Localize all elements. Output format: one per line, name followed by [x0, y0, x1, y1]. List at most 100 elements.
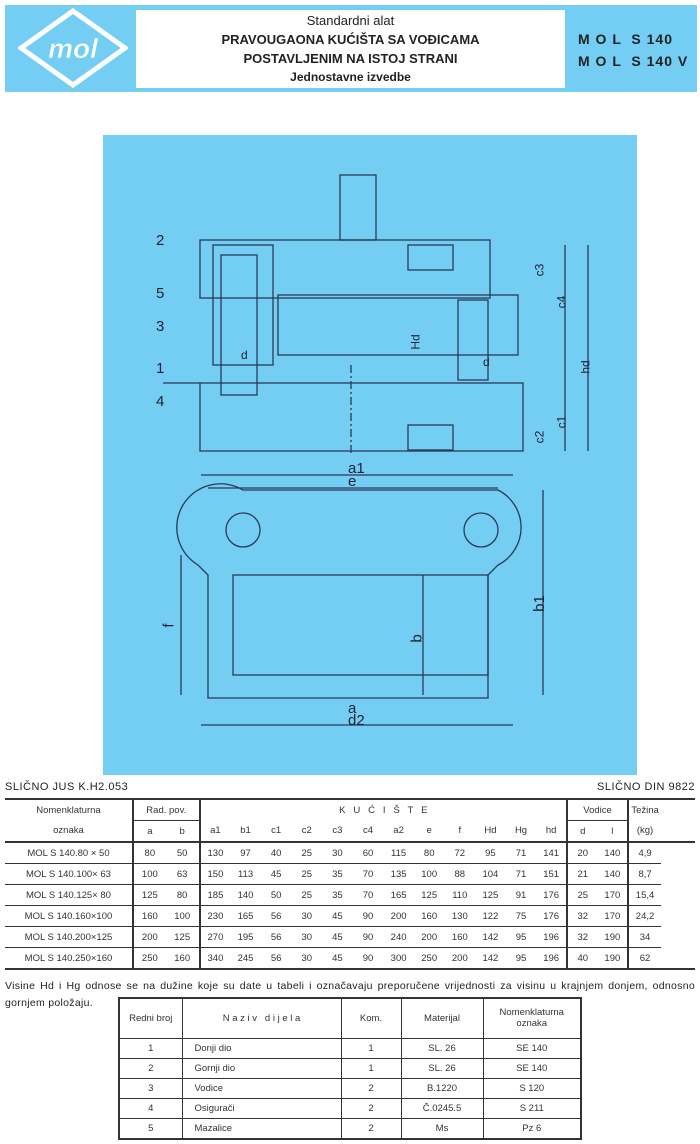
label-a: a: [348, 700, 357, 717]
subheader-f: f: [444, 820, 476, 843]
subheader-c4: c4: [352, 820, 384, 843]
cell: 160: [165, 947, 200, 970]
label-d2: d2: [348, 712, 365, 729]
title-line2: POSTAVLJENIM NA ISTOJ STRANI: [243, 51, 458, 66]
cell: 170: [597, 905, 629, 927]
cell: 200: [383, 905, 414, 927]
cell: 63: [165, 863, 200, 885]
cell: 190: [597, 926, 629, 948]
cell: 160: [413, 905, 445, 927]
cell: 125: [413, 884, 445, 906]
cell: 151: [536, 863, 567, 885]
cell: 80: [413, 842, 445, 864]
mol-logo: mol: [18, 8, 128, 88]
cell: 270: [198, 926, 231, 948]
parts-cell: Mazalice: [181, 1117, 342, 1139]
cell: 15,4: [627, 884, 661, 906]
cell: 150: [198, 863, 231, 885]
col-header-kg: (kg): [627, 820, 661, 843]
cell: 40: [565, 947, 598, 970]
parts-cell: SE 140: [482, 1037, 582, 1059]
label-c2: c2: [532, 430, 547, 444]
parts-cell: SE 140: [482, 1057, 582, 1079]
parts-col-header: Materijal: [400, 997, 484, 1039]
cell: 140: [597, 842, 629, 864]
row-nomenclature: MOL S 140.100× 63: [5, 863, 133, 885]
cell: 25: [291, 842, 323, 864]
cell: 90: [352, 926, 384, 948]
code-140v: M O L S 140 V: [578, 53, 689, 69]
cell: 100: [413, 863, 445, 885]
parts-cell: B.1220: [400, 1077, 484, 1099]
cell: 240: [383, 926, 414, 948]
cell: 125: [475, 884, 506, 906]
label-part-1: 1: [156, 360, 165, 377]
row-nomenclature: MOL S 140.125× 80: [5, 884, 133, 906]
cell: 160: [444, 926, 476, 948]
cell: 140: [597, 863, 629, 885]
cell: 160: [131, 905, 166, 927]
cell: 88: [444, 863, 476, 885]
subheader-c2: c2: [291, 820, 323, 843]
cell: 250: [413, 947, 445, 970]
cell: 71: [505, 863, 537, 885]
cell: 45: [322, 947, 353, 970]
cell: 32: [565, 905, 598, 927]
cell: 200: [413, 926, 445, 948]
cell: 140: [230, 884, 261, 906]
parts-cell: 1: [118, 1037, 183, 1059]
cell: 50: [165, 842, 200, 864]
cell: 185: [198, 884, 231, 906]
cell: 142: [475, 926, 506, 948]
cell: 190: [597, 947, 629, 970]
svg-text:mol: mol: [48, 33, 99, 64]
col-header-oznaka: oznaka: [5, 820, 133, 843]
row-nomenclature: MOL S 140.160×100: [5, 905, 133, 927]
cell: 4,9: [627, 842, 661, 864]
cell: 90: [352, 947, 384, 970]
cell: 62: [627, 947, 661, 970]
parts-cell: 2: [340, 1117, 402, 1139]
footnote: Visine Hd i Hg odnose se na dužine koje …: [5, 980, 695, 1009]
subheader-a: a: [131, 820, 166, 843]
cell: 45: [322, 905, 353, 927]
cell: 125: [165, 926, 200, 948]
parts-cell: Osigurači: [181, 1097, 342, 1119]
ref-jus: SLIČNO JUS K.H2.053: [5, 781, 129, 793]
subheader-l: l: [597, 820, 629, 843]
parts-cell: 5: [118, 1117, 183, 1139]
title-line1: PRAVOUGAONA KUĆIŠTA SA VOĐICAMA: [221, 32, 480, 47]
label-f: f: [160, 623, 178, 628]
cell: 115: [383, 842, 414, 864]
subheader-b: b: [165, 820, 200, 843]
cell: 165: [383, 884, 414, 906]
row-nomenclature: MOL S 140.250×160: [5, 947, 133, 970]
parts-col-header: N a z i v d i j e l a: [181, 997, 342, 1039]
col-header-nomenclature: Nomenklaturna: [36, 804, 101, 816]
cell: 165: [230, 905, 261, 927]
parts-col-header: Redni broj: [118, 997, 183, 1039]
cell: 21: [565, 863, 598, 885]
label-b: b: [408, 634, 426, 643]
parts-cell: S 120: [482, 1077, 582, 1099]
cell: 30: [291, 926, 323, 948]
cell: 20: [565, 842, 598, 864]
cell: 56: [260, 926, 292, 948]
subheader-c1: c1: [260, 820, 292, 843]
cell: 196: [536, 926, 567, 948]
parts-cell: SL. 26: [400, 1037, 484, 1059]
parts-col-header: Nomenklaturna oznaka: [482, 997, 582, 1039]
cell: 97: [230, 842, 261, 864]
col-header-kuciste: K U Ć I Š T E: [198, 799, 567, 821]
label-c1: c1: [554, 415, 569, 429]
parts-cell: 1: [340, 1057, 402, 1079]
cell: 110: [444, 884, 476, 906]
cell: 95: [505, 947, 537, 970]
cell: 8,7: [627, 863, 661, 885]
